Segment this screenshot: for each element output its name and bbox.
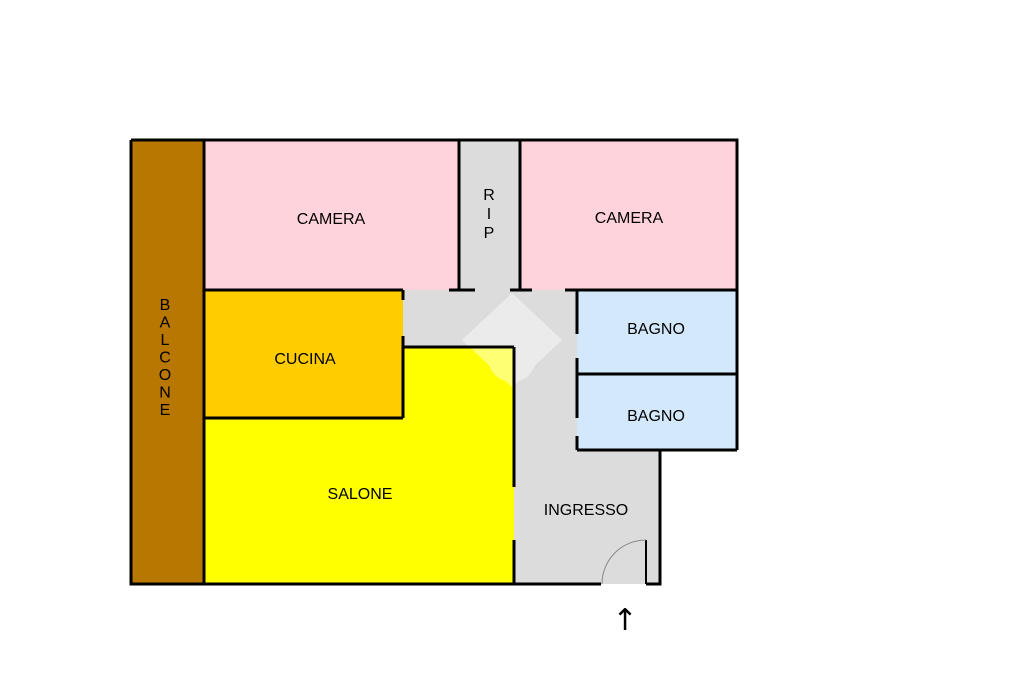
label-camera-right: CAMERA	[595, 210, 664, 227]
outer-wall	[131, 138, 739, 290]
room-ingresso-upper	[514, 290, 577, 450]
label-salone: SALONE	[328, 486, 393, 503]
vertical-letter: R	[483, 187, 495, 204]
wall-bath-bottom	[646, 448, 737, 586]
room-camera-left	[204, 140, 459, 290]
entrance-arrow-icon: ↑	[612, 603, 637, 638]
label-bagno-top: BAGNO	[627, 321, 685, 338]
vertical-letter: C	[159, 350, 171, 367]
vertical-letter: B	[160, 297, 171, 314]
vertical-letter: L	[161, 332, 170, 349]
vertical-letter: E	[160, 402, 171, 419]
label-bagno-bottom: BAGNO	[627, 408, 685, 425]
vertical-letter: O	[159, 367, 171, 384]
entrance-door-swing	[601, 539, 647, 585]
room-rip	[459, 140, 520, 290]
label-camera-left: CAMERA	[297, 211, 366, 228]
wall-bottom-left	[129, 140, 601, 586]
room-balcone	[131, 140, 204, 584]
vertical-letter: N	[159, 385, 171, 402]
vertical-letter: P	[484, 225, 495, 242]
room-bagno-bottom	[577, 374, 737, 450]
label-cucina: CUCINA	[274, 351, 336, 368]
room-bagno-top	[577, 290, 737, 374]
room-salone	[204, 347, 514, 584]
vertical-letter: A	[160, 315, 171, 332]
label-ingresso: INGRESSO	[544, 502, 628, 519]
room-camera-right	[520, 140, 737, 290]
vertical-letter: I	[487, 206, 491, 223]
room-cucina	[204, 290, 403, 418]
